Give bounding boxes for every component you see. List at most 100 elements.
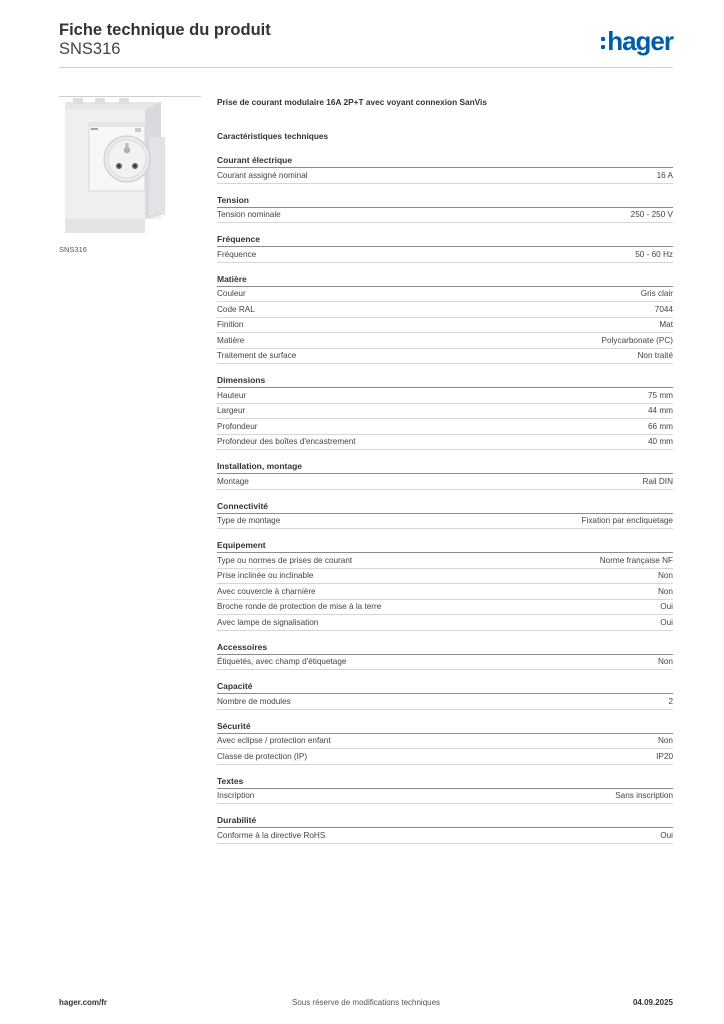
- spec-value: Oui: [660, 617, 673, 627]
- spec-group-title: Matière: [217, 272, 673, 287]
- spec-value: 7044: [654, 304, 673, 314]
- spec-value: Non: [657, 571, 673, 581]
- spec-label: Profondeur des boîtes d'encastrement: [217, 437, 356, 447]
- spec-value: 66 mm: [647, 421, 673, 431]
- hager-logo: hager: [601, 26, 674, 56]
- spec-value: 250 - 250 V: [630, 210, 673, 220]
- spec-label: Type ou normes de prises de courant: [217, 555, 353, 565]
- spec-row: Traitement de surface Non traité: [217, 349, 674, 364]
- spec-value: 2: [668, 696, 673, 706]
- spec-row: Courant assigné nominal 16 A: [217, 168, 673, 184]
- spec-row: Largeur 44 mm: [217, 404, 673, 419]
- spec-label: Fréquence: [217, 249, 257, 259]
- spec-value: Non traité: [637, 351, 674, 361]
- spec-value: Polycarbonate (PC): [601, 335, 673, 345]
- spec-value: IP20: [656, 751, 673, 761]
- spec-value: Norme française NF: [599, 555, 673, 565]
- spec-row: Montage Rail DIN: [217, 474, 673, 490]
- spec-group-title: Courant électrique: [217, 153, 673, 168]
- spec-value: Sans inscription: [615, 791, 673, 801]
- header-divider: [59, 67, 673, 68]
- spec-row: Profondeur 66 mm: [217, 419, 673, 435]
- spec-value: Oui: [660, 830, 673, 840]
- spec-label: Broche ronde de protection de mise à la …: [217, 602, 382, 612]
- product-name: Prise de courant modulaire 16A 2P+T avec…: [217, 97, 487, 107]
- spec-row: Conforme à la directive RoHS Oui: [217, 828, 673, 844]
- spec-group-title: Accessoires: [217, 640, 673, 655]
- spec-group-title: Sécurité: [217, 719, 673, 734]
- spec-value: 50 - 60 Hz: [635, 249, 673, 259]
- spec-label: Étiquetés, avec champ d'étiquetage: [217, 657, 347, 667]
- spec-group-title: Tension: [217, 193, 673, 208]
- spec-label: Couleur: [217, 289, 246, 299]
- spec-label: Prise inclinée ou inclinable: [217, 571, 314, 581]
- spec-group-title: Dimensions: [217, 373, 673, 388]
- spec-value: Gris clair: [640, 289, 673, 299]
- spec-group-title: Fréquence: [217, 232, 673, 247]
- spec-label: Traitement de surface: [217, 351, 297, 361]
- spec-label: Hauteur: [217, 390, 247, 400]
- footer-website: hager.com/fr: [59, 998, 108, 1007]
- spec-label: Nombre de modules: [217, 696, 291, 706]
- spec-label: Matière: [217, 335, 245, 345]
- spec-row: Finition Mat: [217, 318, 673, 333]
- spec-value: 44 mm: [647, 406, 673, 416]
- spec-row: Matière Polycarbonate (PC): [217, 333, 673, 349]
- spec-row: Prise inclinée ou inclinable Non: [217, 569, 673, 584]
- spec-value: Non: [657, 586, 673, 596]
- document-title: Fiche technique du produit: [59, 21, 271, 39]
- spec-group-title: Durabilité: [217, 813, 673, 828]
- logo-text: hager: [607, 26, 674, 56]
- spec-row: Type ou normes de prises de courant Norme…: [217, 553, 673, 569]
- spec-label: Finition: [217, 320, 244, 330]
- product-reference: SNS316: [59, 40, 121, 58]
- spec-row: Avec lampe de signalisation Oui: [217, 615, 673, 631]
- spec-value: 75 mm: [647, 390, 673, 400]
- spec-group-title: Connectivité: [217, 499, 673, 514]
- spec-row: Couleur Gris clair: [217, 287, 673, 302]
- spec-value: 16 A: [656, 170, 673, 180]
- spec-label: Tension nominale: [217, 210, 281, 220]
- spec-group-title: Textes: [217, 774, 673, 789]
- spec-row: Profondeur des boîtes d'encastrement 40 m…: [217, 435, 673, 450]
- spec-value: 40 mm: [647, 437, 673, 447]
- spec-label: Type de montage: [217, 516, 281, 526]
- spec-label: Profondeur: [217, 421, 258, 431]
- spec-label: Montage: [217, 476, 249, 486]
- spec-label: Avec lampe de signalisation: [217, 617, 319, 627]
- footer-date: 04.09.2025: [632, 998, 673, 1007]
- spec-group-title: Capacité: [217, 679, 673, 694]
- spec-label: Classe de protection (IP): [217, 751, 308, 761]
- spec-value: Mat: [659, 320, 673, 330]
- spec-row: Hauteur 75 mm: [217, 388, 673, 404]
- spec-row: Tension nominale 250 - 250 V: [217, 208, 673, 223]
- spec-group-title: Equipement: [217, 538, 673, 553]
- spec-label: Conforme à la directive RoHS: [217, 830, 326, 840]
- spec-row: Étiquetés, avec champ d'étiquetage Non: [217, 655, 673, 670]
- spec-label: Inscription: [217, 791, 255, 801]
- spec-value: Oui: [660, 602, 673, 612]
- spec-value: Rail DIN: [642, 476, 673, 486]
- spec-value: Non: [657, 657, 673, 667]
- product-image: [59, 96, 201, 238]
- spec-row: Broche ronde de protection de mise à la …: [217, 600, 673, 615]
- spec-label: Avec eclipse / protection enfant: [217, 736, 331, 746]
- spec-label: Courant assigné nominal: [217, 170, 308, 180]
- spec-row: Inscription Sans inscription: [217, 789, 673, 804]
- spec-label: Largeur: [217, 406, 246, 416]
